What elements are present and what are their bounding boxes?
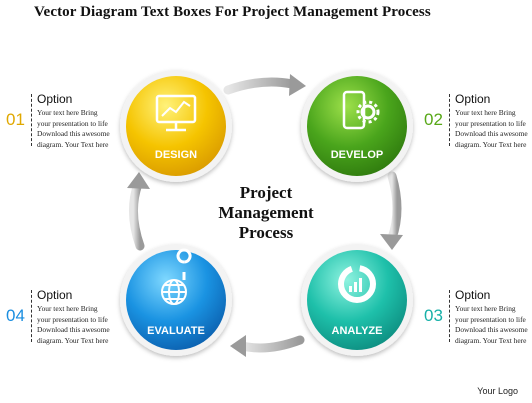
step-circle-design: DESIGN	[120, 70, 232, 182]
option-line: Download this awesome	[455, 129, 528, 138]
center-label-line-2: Management	[218, 203, 314, 222]
option-line: your presentation to life	[37, 314, 108, 324]
logo-placeholder: Your Logo	[477, 386, 518, 396]
option-body: Your text here Bring your presentation t…	[37, 108, 129, 150]
globe-pin-icon	[161, 248, 192, 305]
option-line: Download this awesome	[455, 325, 528, 334]
option-title: Option	[37, 92, 73, 106]
step-number-02: 02	[424, 110, 443, 129]
step-label-develop: DEVELOP	[331, 149, 384, 161]
center-label: Project Management Process	[186, 183, 346, 243]
option-line: diagram. Your Text here	[455, 139, 527, 149]
option-divider-02	[449, 94, 450, 146]
arrow-analyze-to-evaluate	[230, 335, 305, 357]
step-label-evaluate: EVALUATE	[147, 325, 205, 337]
option-line: diagram. Your Text here	[37, 335, 109, 345]
arrow-evaluate-to-design	[127, 172, 150, 251]
arrow-develop-to-analyze	[380, 171, 403, 250]
step-number-01: 01	[6, 110, 25, 129]
option-line: Your text here Bring	[37, 108, 98, 117]
option-title: Option	[455, 92, 491, 106]
option-title: Option	[455, 288, 491, 302]
option-body: Your text here Bring your presentation t…	[455, 304, 532, 346]
option-box-03: Option Your text here Bring your present…	[455, 288, 532, 346]
option-line: your presentation to life	[455, 314, 526, 324]
option-line: Download this awesome	[37, 325, 110, 334]
phone-gear-icon	[342, 90, 380, 130]
step-circle-evaluate: EVALUATE	[120, 244, 232, 356]
step-circle-analyze: ANALYZE	[301, 244, 413, 356]
option-box-01: Option Your text here Bring your present…	[37, 92, 129, 150]
step-number-04: 04	[6, 306, 25, 325]
option-line: your presentation to life	[455, 118, 526, 128]
diagram-title: Vector Diagram Text Boxes For Project Ma…	[34, 4, 431, 20]
option-title: Option	[37, 288, 73, 302]
option-line: your presentation to life	[37, 118, 108, 128]
option-divider-03	[449, 290, 450, 342]
option-line: diagram. Your Text here	[455, 335, 527, 345]
step-label-analyze: ANALYZE	[332, 325, 383, 337]
step-label-design: DESIGN	[155, 149, 197, 161]
arrow-design-to-develop	[223, 74, 306, 96]
option-line: Your text here Bring	[455, 108, 516, 117]
step-number-03: 03	[424, 306, 443, 325]
option-box-02: Option Your text here Bring your present…	[455, 92, 532, 150]
option-box-04: Option Your text here Bring your present…	[37, 288, 129, 346]
option-line: diagram. Your Text here	[37, 139, 109, 149]
center-label-line-3: Process	[238, 223, 294, 242]
option-body: Your text here Bring your presentation t…	[455, 108, 532, 150]
option-line: Your text here Bring	[455, 304, 516, 313]
option-line: Download this awesome	[37, 129, 110, 138]
option-line: Your text here Bring	[37, 304, 98, 313]
chart-monitor-icon	[155, 94, 197, 132]
step-circle-develop: DEVELOP	[301, 70, 413, 182]
center-label-line-1: Project	[239, 183, 293, 202]
option-body: Your text here Bring your presentation t…	[37, 304, 129, 346]
option-divider-04	[31, 290, 32, 342]
donut-chart-icon	[338, 265, 376, 303]
option-divider-01	[31, 94, 32, 146]
